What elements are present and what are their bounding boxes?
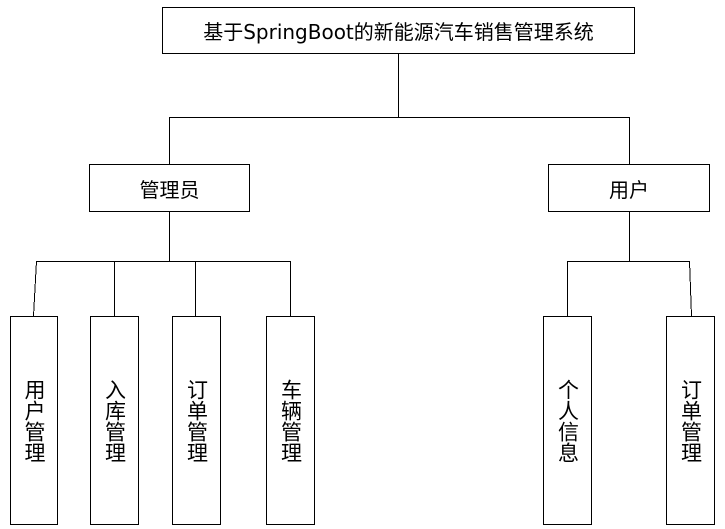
admin-child-label: 订单管理 — [184, 378, 209, 463]
root-node: 基于SpringBoot的新能源汽车销售管理系统 — [162, 7, 635, 54]
user-child-label: 个人信息 — [555, 378, 580, 463]
user-node-label: 用户 — [609, 177, 649, 202]
admin-child-label: 入库管理 — [102, 378, 127, 463]
user-child-personal-info: 个人信息 — [543, 316, 592, 525]
user-node: 用户 — [548, 164, 710, 212]
user-child-label: 订单管理 — [678, 378, 703, 463]
admin-child1-drop — [33, 260, 37, 317]
admin-child-label: 车辆管理 — [278, 378, 303, 463]
admin-child-order-management: 订单管理 — [172, 316, 221, 525]
admin-child-vehicle-management: 车辆管理 — [266, 316, 315, 525]
root-node-label: 基于SpringBoot的新能源汽车销售管理系统 — [203, 20, 594, 44]
admin-node: 管理员 — [89, 164, 250, 212]
user-child2-drop — [689, 260, 692, 317]
user-child-order-management: 订单管理 — [666, 316, 715, 525]
admin-child-inbound-management: 入库管理 — [90, 316, 139, 525]
admin-child-label: 用户管理 — [22, 378, 46, 463]
admin-child-user-management: 用户管理 — [10, 316, 58, 525]
admin-node-label: 管理员 — [139, 177, 200, 202]
